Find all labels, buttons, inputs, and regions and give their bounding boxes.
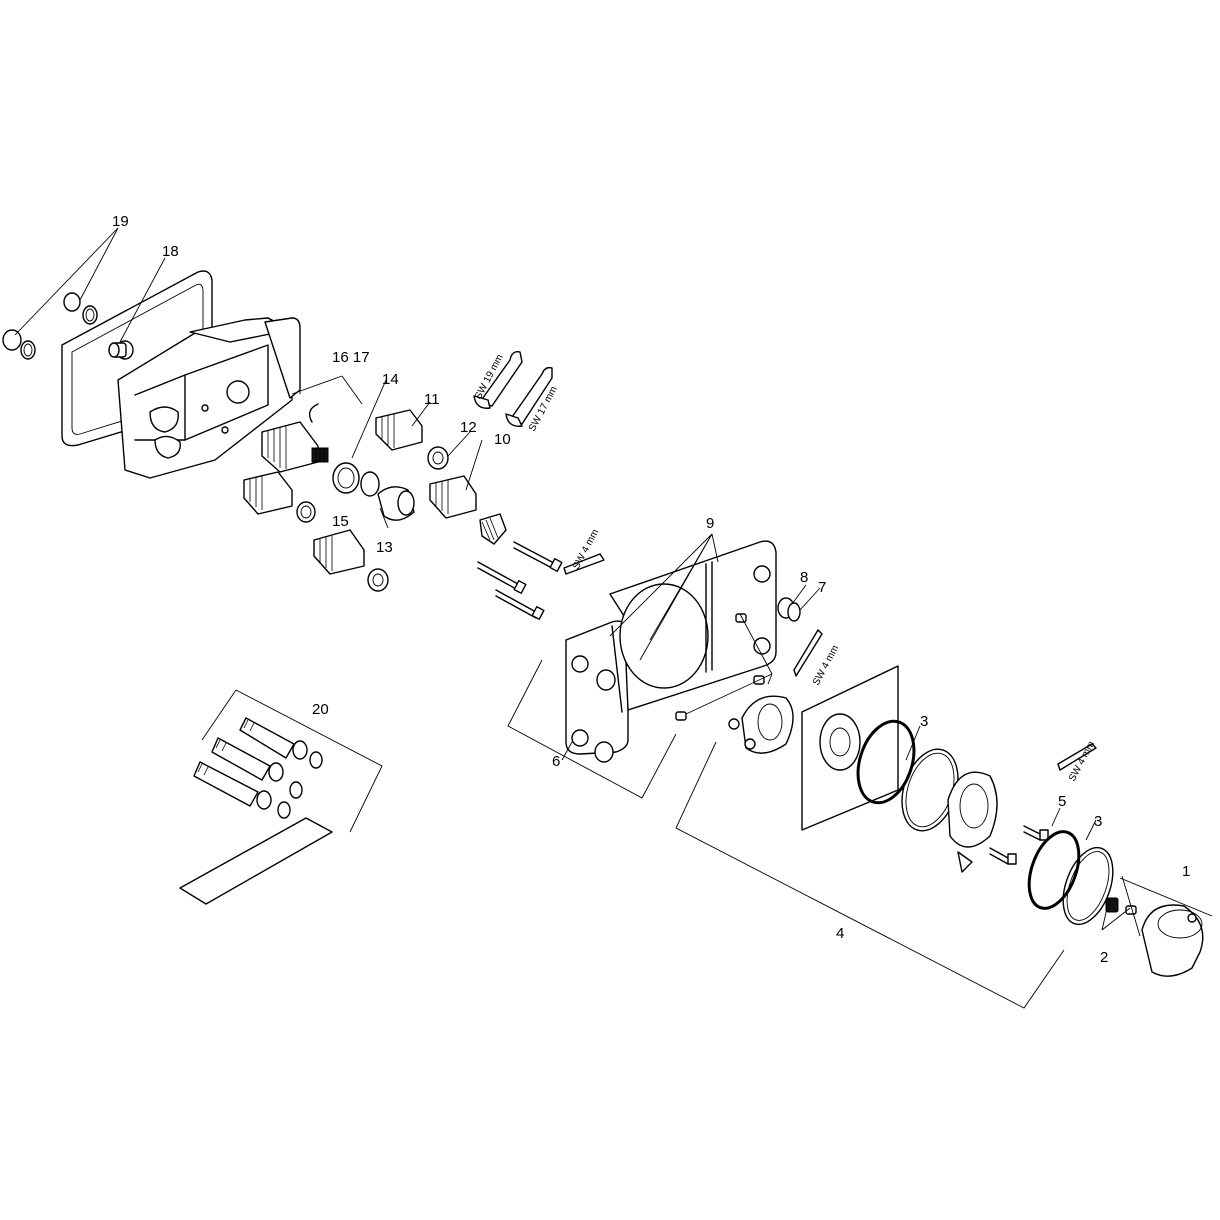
callout-18: 18 (162, 243, 179, 260)
wrench-sw17 (505, 366, 553, 427)
hex-key-b (793, 629, 823, 677)
callout-13: 13 (376, 539, 393, 556)
part-19-plugs (2, 292, 98, 360)
callout-16-17: 16 17 (332, 349, 370, 366)
diverter-cartridges (243, 403, 415, 592)
hex-key-a (563, 553, 605, 575)
extension-set (179, 717, 333, 905)
callout-labels: 19 18 16 17 14 11 12 10 15 13 9 8 7 6 3 … (112, 213, 1190, 966)
callout-14: 14 (382, 371, 399, 388)
thermostat-handle (1027, 830, 1204, 977)
label-sw4-b: SW 4 mm (811, 643, 841, 687)
shutoff-valves (375, 409, 507, 545)
long-screws (477, 541, 563, 620)
part-18-nipple (108, 340, 134, 360)
callout-9: 9 (706, 515, 714, 532)
label-sw4-c: SW 4 mm (1067, 739, 1097, 783)
concealed-body-box (2, 270, 301, 479)
callout-3a: 3 (920, 713, 928, 730)
callout-6: 6 (552, 753, 560, 770)
callout-8: 8 (800, 569, 808, 586)
callout-2: 2 (1100, 949, 1108, 966)
hex-key-c (1057, 743, 1097, 771)
callout-4: 4 (836, 925, 844, 942)
mounting-plate (565, 540, 801, 763)
callout-20: 20 (312, 701, 329, 718)
callout-19: 19 (112, 213, 129, 230)
label-sw4-a: SW 4 mm (571, 527, 601, 571)
callout-1: 1 (1182, 863, 1190, 880)
wrench-sw19 (473, 350, 523, 409)
trim-module (675, 613, 1049, 873)
callout-11: 11 (424, 391, 440, 408)
callout-10: 10 (494, 431, 511, 448)
callout-15: 15 (332, 513, 349, 530)
callout-12: 12 (460, 419, 477, 436)
callout-5: 5 (1058, 793, 1066, 810)
callout-3b: 3 (1094, 813, 1102, 830)
callout-7: 7 (818, 579, 826, 596)
